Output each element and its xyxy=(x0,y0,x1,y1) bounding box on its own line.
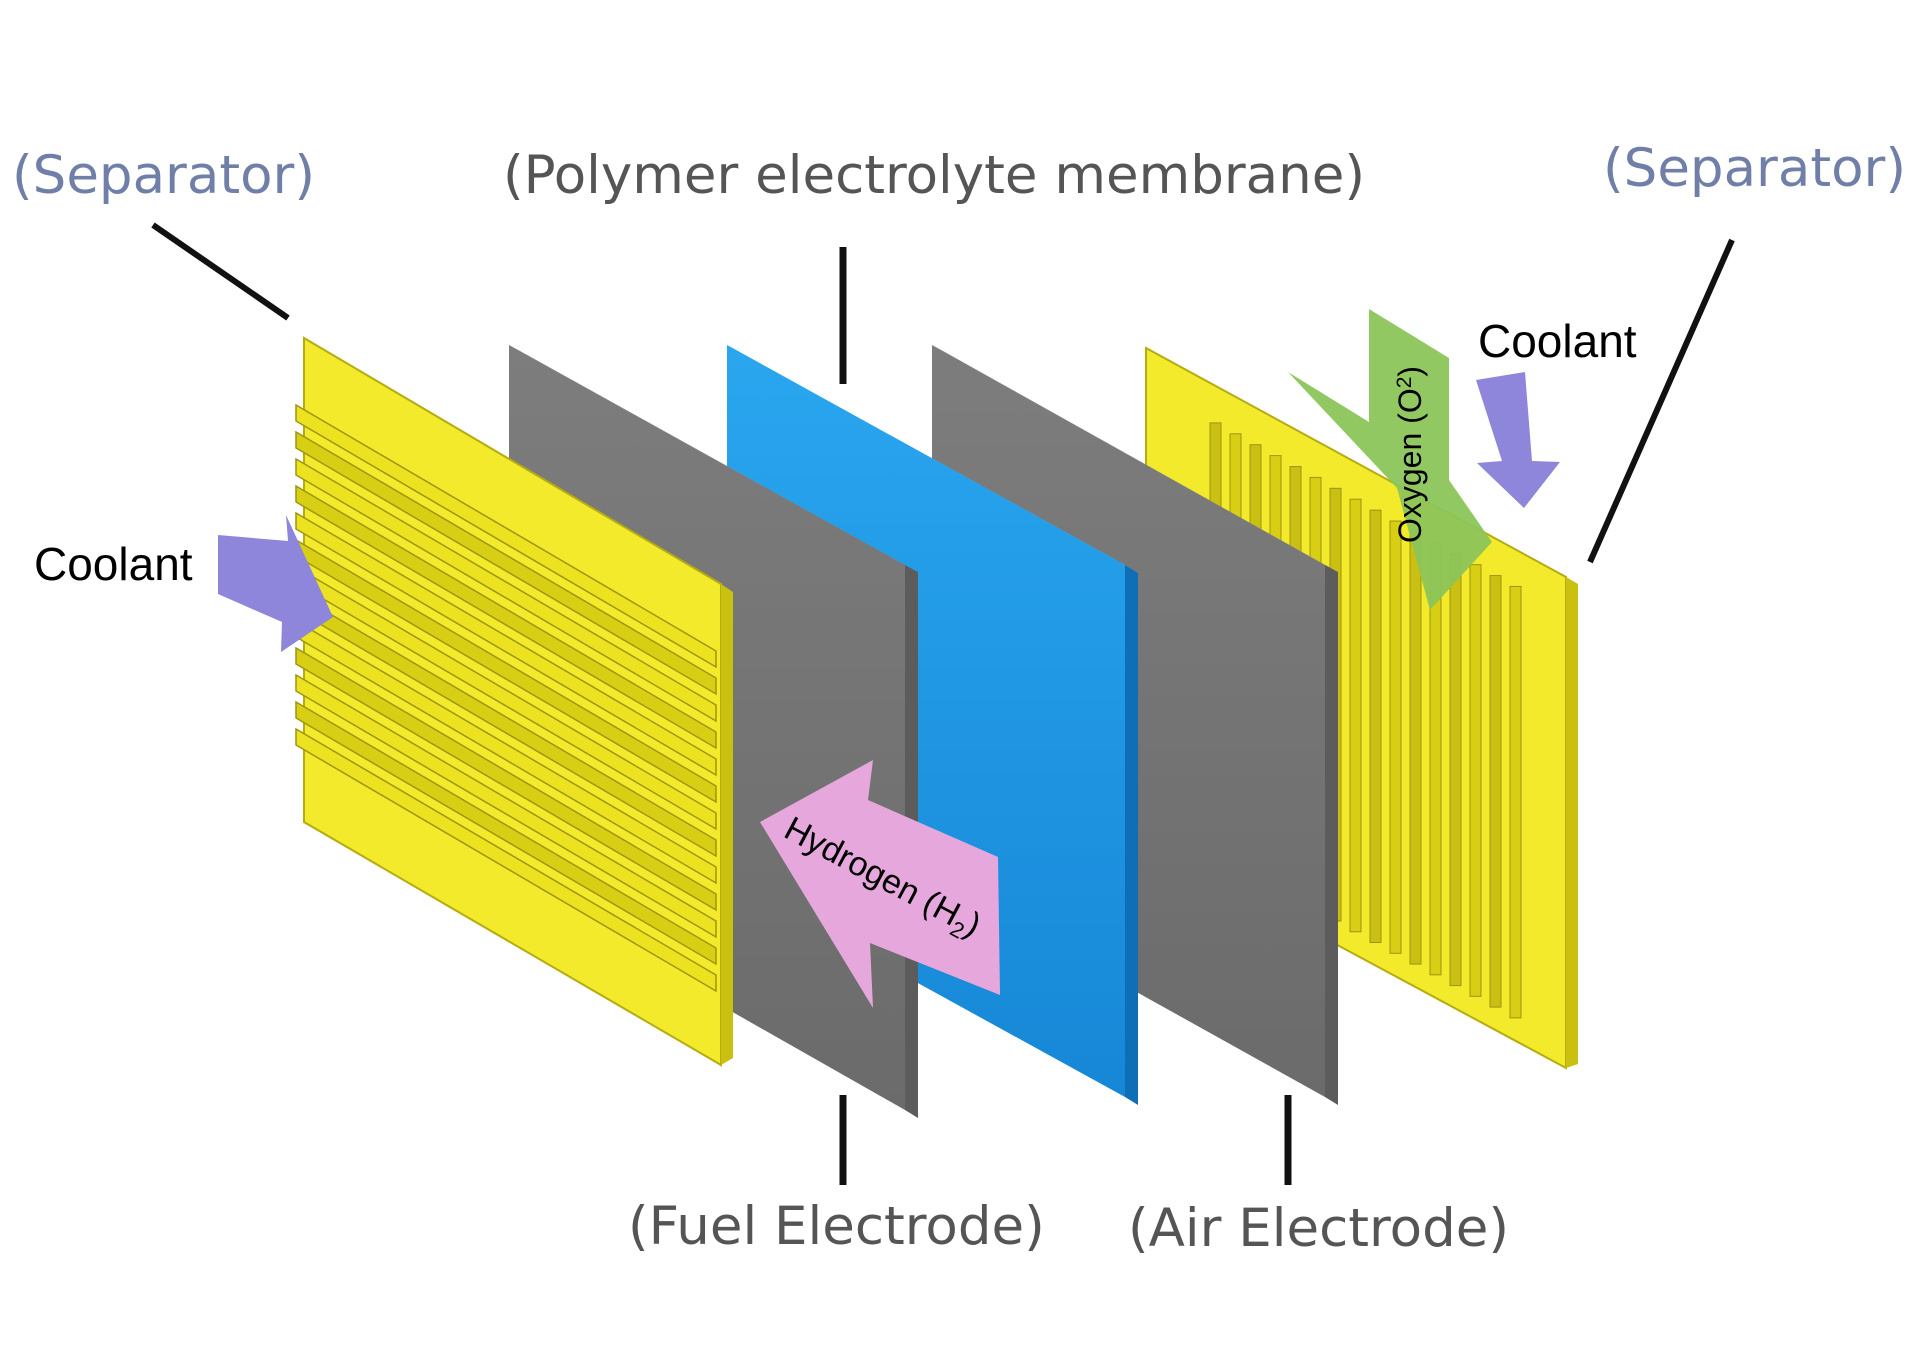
oxygen-label-end: ) xyxy=(1392,366,1428,377)
separator-channel xyxy=(295,430,717,696)
separator-channel xyxy=(1469,564,1482,997)
separator-channel xyxy=(1449,553,1462,987)
separator-channel xyxy=(1349,498,1362,933)
separator-channel xyxy=(1489,575,1502,1008)
hydrogen-arrow xyxy=(760,760,1000,1008)
separator-channel xyxy=(295,673,717,939)
separator-channel xyxy=(1509,585,1522,1019)
separator-channel xyxy=(295,484,717,750)
membrane-label: (Polymer electrolyte membrane) xyxy=(503,145,1366,206)
separator-channel xyxy=(1369,509,1382,944)
air-electrode-label: (Air Electrode) xyxy=(1128,1198,1510,1259)
separator-left-plate xyxy=(295,336,733,1067)
separator-channel xyxy=(295,457,717,723)
coolant-right-arrow xyxy=(1476,372,1560,508)
separator-channel xyxy=(295,646,717,912)
separator-right-leader xyxy=(1587,238,1735,564)
coolant-right-label: Coolant xyxy=(1478,315,1637,367)
separator-channel xyxy=(1389,520,1402,954)
separator-channel xyxy=(1409,531,1422,965)
separator-right-label: (Separator) xyxy=(1603,138,1906,199)
oxygen-label: Oxygen (O2) xyxy=(1392,366,1428,543)
oxygen-label-name: Oxygen (O xyxy=(1392,388,1428,543)
separator-channel xyxy=(295,403,717,669)
coolant-left-arrow xyxy=(218,515,333,652)
separator-channel xyxy=(295,727,717,993)
fuel-electrode-label: (Fuel Electrode) xyxy=(628,1196,1045,1257)
separator-channel xyxy=(295,511,717,777)
oxygen-label-sub: 2 xyxy=(1393,377,1416,389)
oxygen-arrow xyxy=(1288,309,1492,610)
coolant-left-label: Coolant xyxy=(34,538,193,590)
separator-channel xyxy=(295,700,717,966)
separator-left-label: (Separator) xyxy=(12,145,315,206)
separator-left-leader xyxy=(151,222,290,321)
